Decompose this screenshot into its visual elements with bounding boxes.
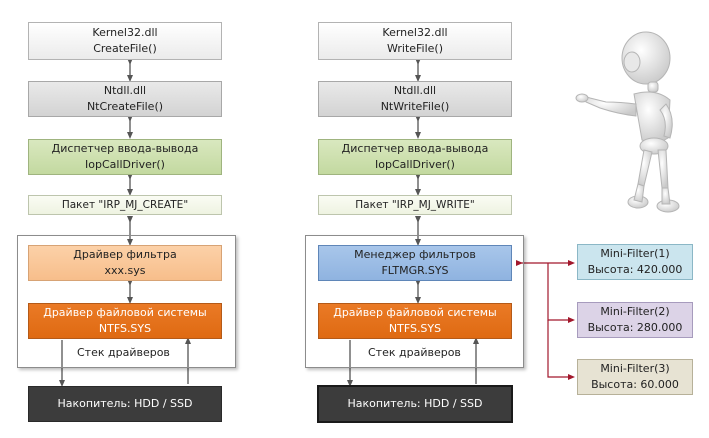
filter-manager-box: Менеджер фильтров FLTMGR.SYS bbox=[318, 245, 512, 281]
robot-illustration bbox=[575, 31, 680, 213]
io-manager-label: Диспетчер ввода-вывода bbox=[51, 142, 199, 155]
io-manager-right-box: Диспетчер ввода-вывода IopCallDriver() bbox=[318, 139, 512, 175]
storage-right-label: Накопитель: HDD / SSD bbox=[347, 397, 483, 410]
minifilter-1-altitude: Высота: 420.000 bbox=[587, 263, 683, 276]
filter-driver-box: Драйвер фильтра xxx.sys bbox=[28, 245, 222, 281]
kernel32-create-box: Kernel32.dll CreateFile() bbox=[28, 22, 222, 60]
xxx-sys-label: xxx.sys bbox=[104, 264, 146, 277]
ntdll-label: Ntdll.dll bbox=[103, 84, 147, 97]
storage-left-box: Накопитель: HDD / SSD bbox=[28, 386, 222, 422]
fs-driver-right-box: Драйвер файловой системы NTFS.SYS bbox=[318, 303, 512, 339]
iopcalldriver-label: IopCallDriver() bbox=[375, 158, 455, 171]
io-manager-left-box: Диспетчер ввода-вывода IopCallDriver() bbox=[28, 139, 222, 175]
fs-driver-label: Драйвер файловой системы bbox=[333, 306, 497, 319]
minifilter-3-box: Mini-Filter(3) Высота: 60.000 bbox=[577, 359, 693, 395]
ntwritefile-label: NtWriteFile() bbox=[380, 100, 450, 113]
irp-create-packet: Пакет "IRP_MJ_CREATE" bbox=[28, 195, 222, 215]
driver-stack-left-label: Стек драйверов bbox=[77, 346, 170, 359]
ntdll-create-box: Ntdll.dll NtCreateFile() bbox=[28, 81, 222, 117]
minifilter-2-altitude: Высота: 280.000 bbox=[587, 321, 683, 334]
writefile-label: WriteFile() bbox=[386, 42, 444, 55]
minifilter-connectors bbox=[516, 260, 575, 380]
kernel32-dll-label: Kernel32.dll bbox=[382, 26, 448, 39]
kernel32-write-box: Kernel32.dll WriteFile() bbox=[318, 22, 512, 60]
ntfs-sys-label: NTFS.SYS bbox=[388, 322, 442, 335]
iopcalldriver-label: IopCallDriver() bbox=[85, 158, 165, 171]
ntfs-sys-label: NTFS.SYS bbox=[98, 322, 152, 335]
fltmgr-sys-label: FLTMGR.SYS bbox=[381, 264, 449, 277]
fs-driver-label: Драйвер файловой системы bbox=[43, 306, 207, 319]
minifilter-3-name: Mini-Filter(3) bbox=[600, 362, 670, 375]
kernel32-dll-label: Kernel32.dll bbox=[92, 26, 158, 39]
ntdll-label: Ntdll.dll bbox=[393, 84, 437, 97]
minifilter-2-name: Mini-Filter(2) bbox=[600, 305, 670, 318]
filter-driver-label: Драйвер фильтра bbox=[73, 248, 177, 261]
driver-stack-right-label: Стек драйверов bbox=[368, 346, 461, 359]
minifilter-1-box: Mini-Filter(1) Высота: 420.000 bbox=[577, 244, 693, 280]
ntdll-write-box: Ntdll.dll NtWriteFile() bbox=[318, 81, 512, 117]
io-manager-label: Диспетчер ввода-вывода bbox=[341, 142, 489, 155]
storage-right-box: Накопитель: HDD / SSD bbox=[317, 385, 513, 423]
ntcreatefile-label: NtCreateFile() bbox=[86, 100, 164, 113]
irp-write-label: Пакет "IRP_MJ_WRITE" bbox=[355, 199, 475, 211]
driver-stack-right bbox=[305, 235, 524, 368]
irp-write-packet: Пакет "IRP_MJ_WRITE" bbox=[318, 195, 512, 215]
fs-driver-left-box: Драйвер файловой системы NTFS.SYS bbox=[28, 303, 222, 339]
minifilter-1-name: Mini-Filter(1) bbox=[600, 247, 670, 260]
storage-left-label: Накопитель: HDD / SSD bbox=[57, 397, 193, 410]
irp-create-label: Пакет "IRP_MJ_CREATE" bbox=[61, 199, 189, 211]
driver-stack-left bbox=[17, 235, 236, 368]
minifilter-2-box: Mini-Filter(2) Высота: 280.000 bbox=[577, 302, 693, 338]
minifilter-3-altitude: Высота: 60.000 bbox=[591, 378, 679, 391]
filter-manager-label: Менеджер фильтров bbox=[354, 248, 476, 261]
createfile-label: CreateFile() bbox=[93, 42, 157, 55]
